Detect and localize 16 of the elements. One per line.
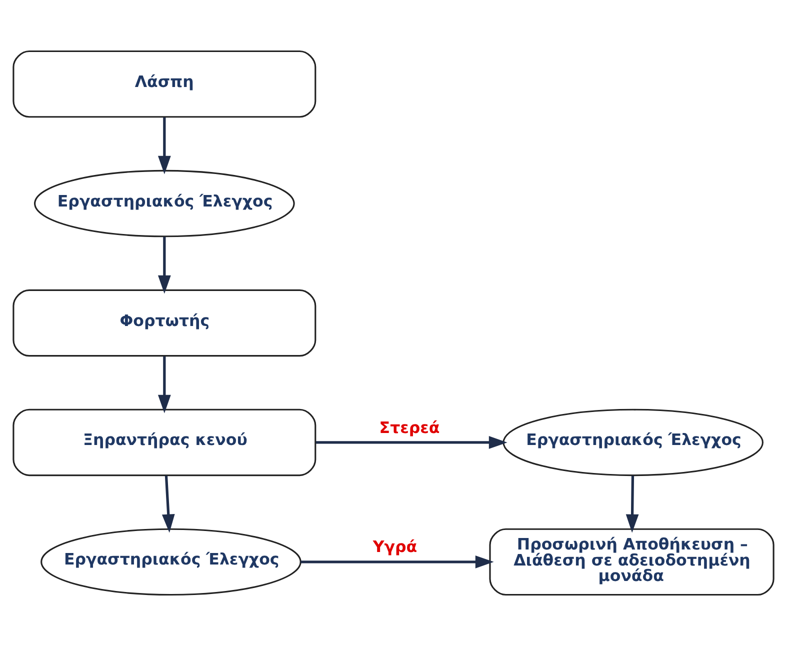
node-box: Φορτωτής xyxy=(12,289,316,357)
arrow xyxy=(158,356,171,414)
edge-label: Υγρά xyxy=(372,537,418,556)
arrow xyxy=(162,476,175,533)
node-ellipse: Εργαστηριακός Έλεγχος xyxy=(40,528,302,596)
node-box: Ξηραντήρας κενού xyxy=(12,408,316,476)
edge-label: Στερεά xyxy=(379,418,440,437)
arrow xyxy=(300,555,494,568)
node-ellipse: Εργαστηριακός Έλεγχος xyxy=(34,170,295,238)
arrow xyxy=(626,476,639,533)
arrow xyxy=(158,236,171,294)
node-box: Λάσπη xyxy=(12,50,316,118)
node-ellipse: Εργαστηριακός Έλεγχος xyxy=(502,408,764,476)
arrow xyxy=(316,436,508,449)
node-box: Προσωρινή Αποθήκευση – Διάθεση σε αδειοδοτημένη μονάδα xyxy=(489,528,774,596)
arrow xyxy=(158,117,171,174)
